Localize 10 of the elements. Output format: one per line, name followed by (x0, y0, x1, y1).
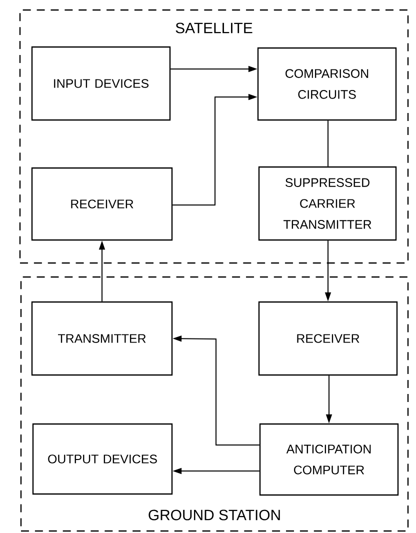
group-title: GROUND STATION (148, 510, 280, 520)
process-box: RECEIVER (31, 167, 173, 241)
process-box: ANTICIPATION COMPUTER (259, 423, 399, 496)
process-box: SUPPRESSED CARRIER TRANSMITTER (258, 166, 397, 241)
process-box: OUTPUT DEVICES (32, 423, 173, 495)
process-box: RECEIVER (258, 301, 398, 376)
process-box: COMPARISON CIRCUITS (257, 47, 397, 121)
process-box: INPUT DEVICES (31, 46, 171, 121)
group-title: SATELLITE (176, 22, 252, 34)
process-box: TRANSMITTER (31, 301, 173, 376)
